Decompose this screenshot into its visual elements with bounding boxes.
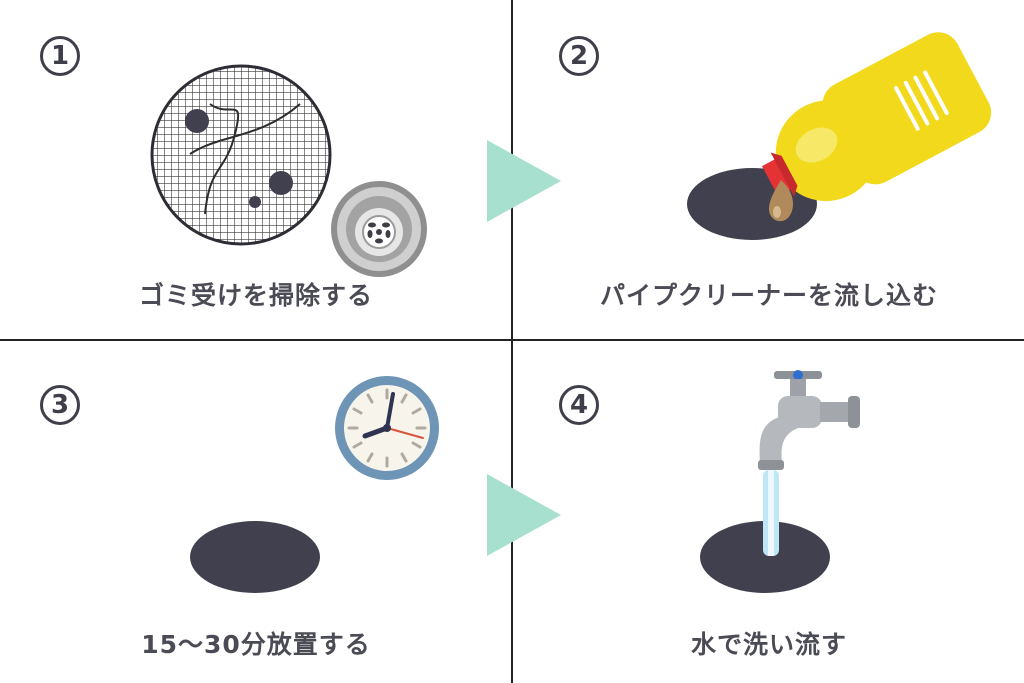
- drain-hole-icon: [190, 521, 320, 593]
- arrow-right-icon: [487, 140, 561, 222]
- sink-drain-icon: [331, 181, 427, 277]
- step-2-caption: パイプクリーナーを流し込む: [599, 281, 938, 310]
- vertical-divider: [511, 0, 513, 683]
- horizontal-divider: [0, 339, 1024, 341]
- step-4-panel: 4 水で洗い流す: [513, 341, 1024, 683]
- step-2-panel: 2 パイプクリーナーを流し込む: [513, 0, 1024, 339]
- step-4-number: 4: [559, 385, 599, 425]
- step-3-caption: 15〜30分放置する: [141, 630, 371, 659]
- drain-hole-icon: [700, 521, 830, 593]
- mesh-strainer-icon: [150, 64, 332, 246]
- cleaner-bottle-icon: [762, 32, 992, 222]
- step-3-panel: 3 15〜30分放置する: [0, 341, 511, 683]
- step-1-number: 1: [40, 36, 80, 76]
- step-4-caption: 水で洗い流す: [690, 630, 847, 659]
- step-2-number: 2: [559, 36, 599, 76]
- arrow-right-icon: [487, 474, 561, 556]
- step-3-number: 3: [40, 385, 80, 425]
- step-1-caption: ゴミ受けを掃除する: [138, 281, 373, 310]
- faucet-icon: [758, 370, 860, 556]
- step-1-panel: 1 ゴミ受けを掃除す: [0, 0, 511, 339]
- clock-icon: [335, 376, 439, 480]
